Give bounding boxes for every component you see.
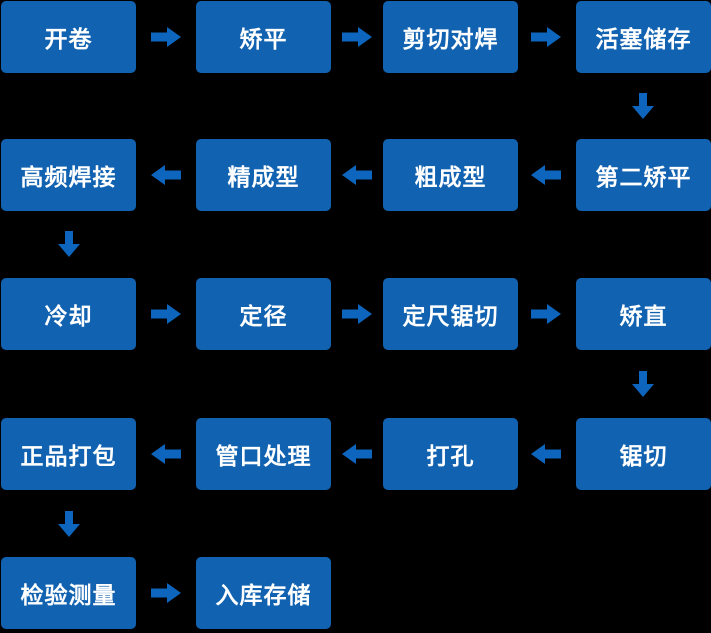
flow-step: 粗成型 [383,139,518,211]
flow-step-label: 正品打包 [20,443,117,469]
arrow-right-icon [342,27,372,47]
flow-step: 矫平 [196,1,331,73]
flow-step: 冷却 [1,278,136,350]
flow-step-label: 第二矫平 [595,164,692,190]
flow-step: 定尺锯切 [383,278,518,350]
flow-step: 精成型 [196,139,331,211]
flow-step-label: 活塞储存 [595,26,692,52]
flow-step-label: 定径 [239,303,288,329]
flow-step-label: 开卷 [44,26,93,52]
arrow-right-icon [151,304,181,324]
flow-step-label: 精成型 [227,164,300,190]
flow-step-label: 剪切对焊 [402,26,499,52]
flow-step: 定径 [196,278,331,350]
arrow-right-icon [151,27,181,47]
arrow-left-icon [531,444,561,464]
flow-step: 管口处理 [196,418,331,490]
flow-step-label: 矫平 [239,26,288,52]
flow-step: 锯切 [576,418,711,490]
arrow-left-icon [342,165,372,185]
flow-step: 矫直 [576,278,711,350]
arrow-down-icon [632,371,654,397]
flow-step-label: 矫直 [619,303,668,329]
flow-step-label: 检验测量 [20,582,117,608]
arrow-right-icon [531,304,561,324]
flow-step-label: 打孔 [426,443,475,469]
flow-step: 高频焊接 [1,139,136,211]
flow-step: 正品打包 [1,418,136,490]
flow-step-label: 定尺锯切 [402,303,499,329]
flow-step: 活塞储存 [576,1,711,73]
arrow-right-icon [531,27,561,47]
flow-step: 开卷 [1,1,136,73]
flow-step: 第二矫平 [576,139,711,211]
flow-step: 入库存储 [196,557,331,629]
flow-step: 检验测量 [1,557,136,629]
flow-step: 剪切对焊 [383,1,518,73]
flow-step-label: 冷却 [44,303,93,329]
flow-step-label: 粗成型 [414,164,487,190]
arrow-down-icon [58,231,80,257]
arrow-down-icon [58,511,80,537]
flow-step-label: 入库存储 [215,582,312,608]
arrow-left-icon [151,165,181,185]
arrow-left-icon [342,444,372,464]
flow-step-label: 高频焊接 [20,164,117,190]
flow-step-label: 管口处理 [215,443,312,469]
arrow-right-icon [342,304,372,324]
arrow-left-icon [531,165,561,185]
arrow-down-icon [632,93,654,119]
flow-step-label: 锯切 [619,443,668,469]
arrow-left-icon [151,444,181,464]
arrow-right-icon [151,583,181,603]
flow-step: 打孔 [383,418,518,490]
